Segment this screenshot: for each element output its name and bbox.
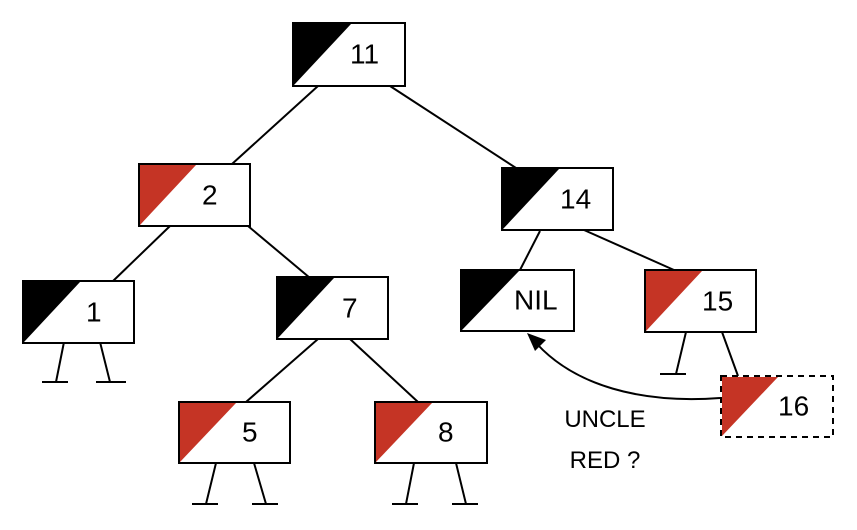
edge-2-7 [247,225,311,279]
node-label: 8 [438,417,454,448]
nil-leaf-stubs [42,331,687,505]
edge-15-16 [721,331,739,377]
node-color-marker [140,165,196,225]
node-label: 11 [350,39,379,70]
node-color-marker [278,278,334,338]
leaf-stub [42,341,68,383]
node-color-marker [180,403,236,462]
edge-2-1 [111,225,171,283]
edge-7-8 [349,338,419,403]
node-1: 1 [22,280,135,344]
uncle-check-arrow [527,333,721,401]
leaf-stub [252,462,278,505]
node-label: 7 [342,293,358,324]
node-color-marker [722,377,778,436]
annotation-line-1: UNCLE [564,406,645,433]
node-label: 2 [202,180,218,211]
node-label: 14 [560,184,591,215]
arrowhead [527,333,546,351]
node-8: 8 [374,401,488,464]
uncle-arrow-curve [536,343,721,401]
node-2: 2 [138,163,251,227]
node-7: 7 [276,276,389,340]
node-color-marker [24,282,80,342]
node-label: 1 [86,297,102,328]
leaf-stub [96,341,126,383]
node-11: 11 [292,22,406,87]
node-color-marker [376,403,432,462]
node-label: 16 [778,391,809,422]
node-color-marker [503,169,559,229]
node-nil: NIL [460,269,575,332]
tree-edges [111,85,739,403]
leaf-stub [660,331,687,375]
node-color-marker [294,24,351,85]
edge-11-14 [389,85,517,169]
leaf-stub [452,462,478,505]
node-box [292,22,406,87]
node-label: 15 [702,286,733,317]
leaf-stub [192,462,218,505]
node-14: 14 [501,167,614,231]
node-16-inserted: 16 [720,375,834,438]
annotation-line-2: RED ? [570,447,641,474]
edge-14-15 [583,229,675,271]
node-label: NIL [514,285,558,316]
edge-7-5 [245,338,319,403]
leaf-stub [392,462,418,505]
node-color-marker [462,271,519,330]
node-5: 5 [178,401,291,464]
node-color-marker [646,271,702,331]
edge-14-nil [519,230,541,271]
edge-11-2 [231,85,319,165]
node-15: 15 [644,269,757,333]
node-label: 5 [242,417,258,448]
